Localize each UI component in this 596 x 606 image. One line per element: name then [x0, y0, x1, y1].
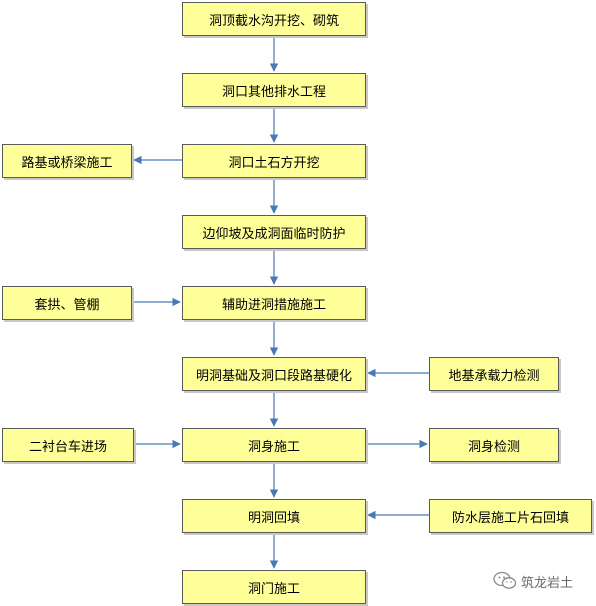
node-auxiliary-entry: 辅助进洞措施施工 — [182, 286, 366, 320]
node-open-cut-foundation: 明洞基础及洞口段路基硬化 — [182, 357, 366, 391]
node-portal: 洞门施工 — [182, 570, 366, 604]
node-tunnel-body: 洞身施工 — [182, 428, 366, 462]
node-trench: 洞顶截水沟开挖、砌筑 — [182, 2, 366, 36]
node-arch-pipe: 套拱、管棚 — [2, 286, 132, 320]
node-backfill: 明洞回填 — [182, 499, 366, 533]
node-road-bridge: 路基或桥梁施工 — [2, 144, 132, 178]
node-lining-trolley: 二衬台车进场 — [2, 428, 134, 462]
node-bearing-test: 地基承载力检测 — [429, 357, 559, 391]
watermark-text: 筑龙岩土 — [521, 575, 574, 591]
node-drainage: 洞口其他排水工程 — [182, 73, 366, 107]
watermark: 筑龙岩土 — [493, 571, 573, 591]
node-waterproof-backfill: 防水层施工片石回填 — [429, 499, 592, 533]
node-excavation: 洞口土石方开挖 — [182, 144, 366, 178]
wechat-icon — [493, 571, 517, 589]
node-body-inspection: 洞身检测 — [429, 428, 559, 462]
node-slope-protection: 边仰坡及成洞面临时防护 — [182, 215, 366, 249]
